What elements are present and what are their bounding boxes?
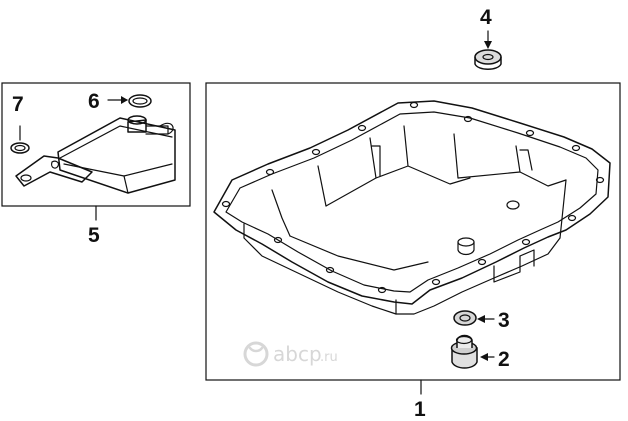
grommet-icon — [474, 49, 502, 70]
o-ring-icon — [128, 94, 152, 108]
callout-3: 3 — [498, 309, 510, 332]
callout-2: 2 — [498, 348, 510, 371]
callout-4: 4 — [480, 6, 492, 29]
arrow-4-icon — [484, 41, 492, 49]
callout-7: 7 — [12, 93, 24, 116]
seal-ring-icon — [10, 142, 30, 154]
oil-pan-icon — [213, 100, 611, 315]
drain-plug-icon — [450, 334, 478, 369]
filter-icon — [15, 115, 176, 194]
watermark-suffix: .ru — [320, 350, 338, 365]
arrow-2-icon — [480, 353, 488, 361]
arrow-3-icon — [477, 315, 485, 323]
arrow-6-icon — [121, 96, 128, 104]
watermark-text: abcp — [273, 342, 322, 366]
callout-6: 6 — [88, 90, 100, 113]
watermark: abcp .ru — [243, 341, 338, 367]
callout-5: 5 — [88, 224, 100, 247]
callout-1: 1 — [414, 398, 426, 421]
plug-gasket-icon — [453, 310, 477, 326]
oil-pan-box — [205, 82, 621, 381]
watermark-logo-icon — [243, 341, 269, 367]
